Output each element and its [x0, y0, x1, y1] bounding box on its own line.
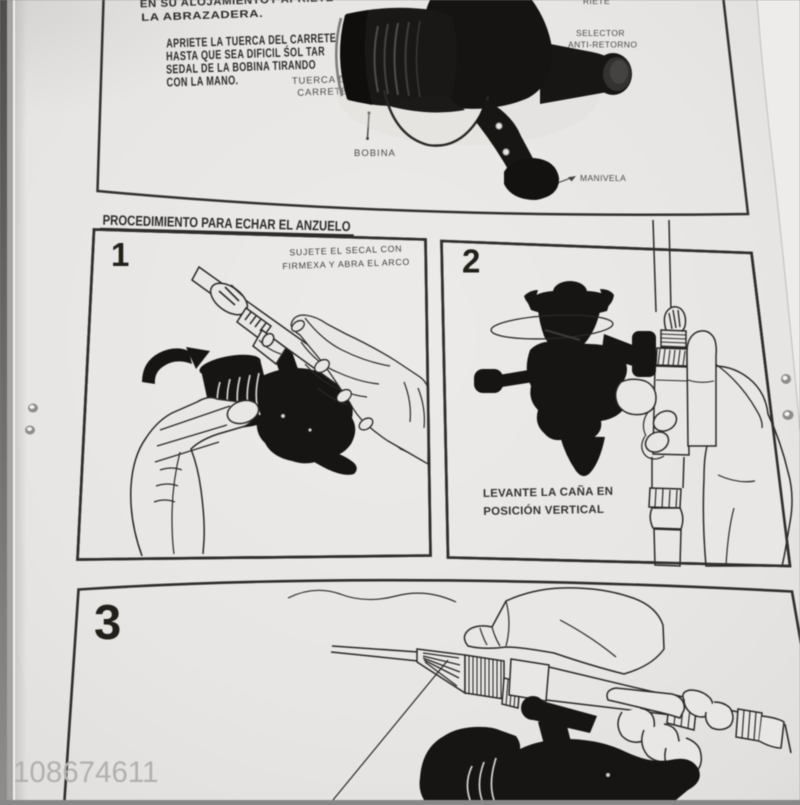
svg-text:ANTI-RETORNO: ANTI-RETORNO [568, 40, 637, 50]
svg-text:108674611: 108674611 [13, 756, 158, 789]
svg-text:LA ABRAZADERA.: LA ABRAZADERA. [141, 9, 263, 24]
svg-text:3: 3 [94, 596, 121, 650]
svg-text:APRIETE LA TUERCA DEL CARRETE: APRIETE LA TUERCA DEL CARRETE [166, 31, 336, 51]
svg-text:CARRETE: CARRETE [297, 86, 348, 99]
svg-text:2: 2 [462, 243, 480, 280]
svg-text:POSICIÓN VERTICAL: POSICIÓN VERTICAL [483, 503, 604, 518]
svg-text:LEVANTE LA CAÑA EN: LEVANTE LA CAÑA EN [483, 485, 613, 500]
svg-text:SELECTOR: SELECTOR [576, 28, 625, 38]
svg-text:RIETE: RIETE [583, 0, 610, 6]
svg-text:MANIVELA: MANIVELA [580, 173, 626, 183]
svg-text:1: 1 [111, 236, 129, 273]
svg-text:SUJETE EL SECAL CON: SUJETE EL SECAL CON [289, 244, 402, 258]
svg-text:HASTA QUE SEA DIFICIL ŚOL TAR: HASTA QUE SEA DIFICIL ŚOL TAR [166, 43, 325, 63]
svg-text:PROCEDIMIENTO PARA ECHAR EL AN: PROCEDIMIENTO PARA ECHAR EL ANZUELO [102, 212, 350, 234]
svg-text:SEDAL DE LA BOBINA TIRANDO: SEDAL DE LA BOBINA TIRANDO [166, 58, 316, 77]
svg-text:BOBINA: BOBINA [354, 148, 396, 159]
svg-text:FIRMEXA Y ABRA EL ARCO: FIRMEXA Y ABRA EL ARCO [282, 257, 410, 271]
svg-text:EN SU ALOJAMIENTOY APRIETE: EN SU ALOJAMIENTOY APRIETE [140, 0, 334, 10]
svg-text:CON LA MANO.: CON LA MANO. [166, 73, 238, 89]
